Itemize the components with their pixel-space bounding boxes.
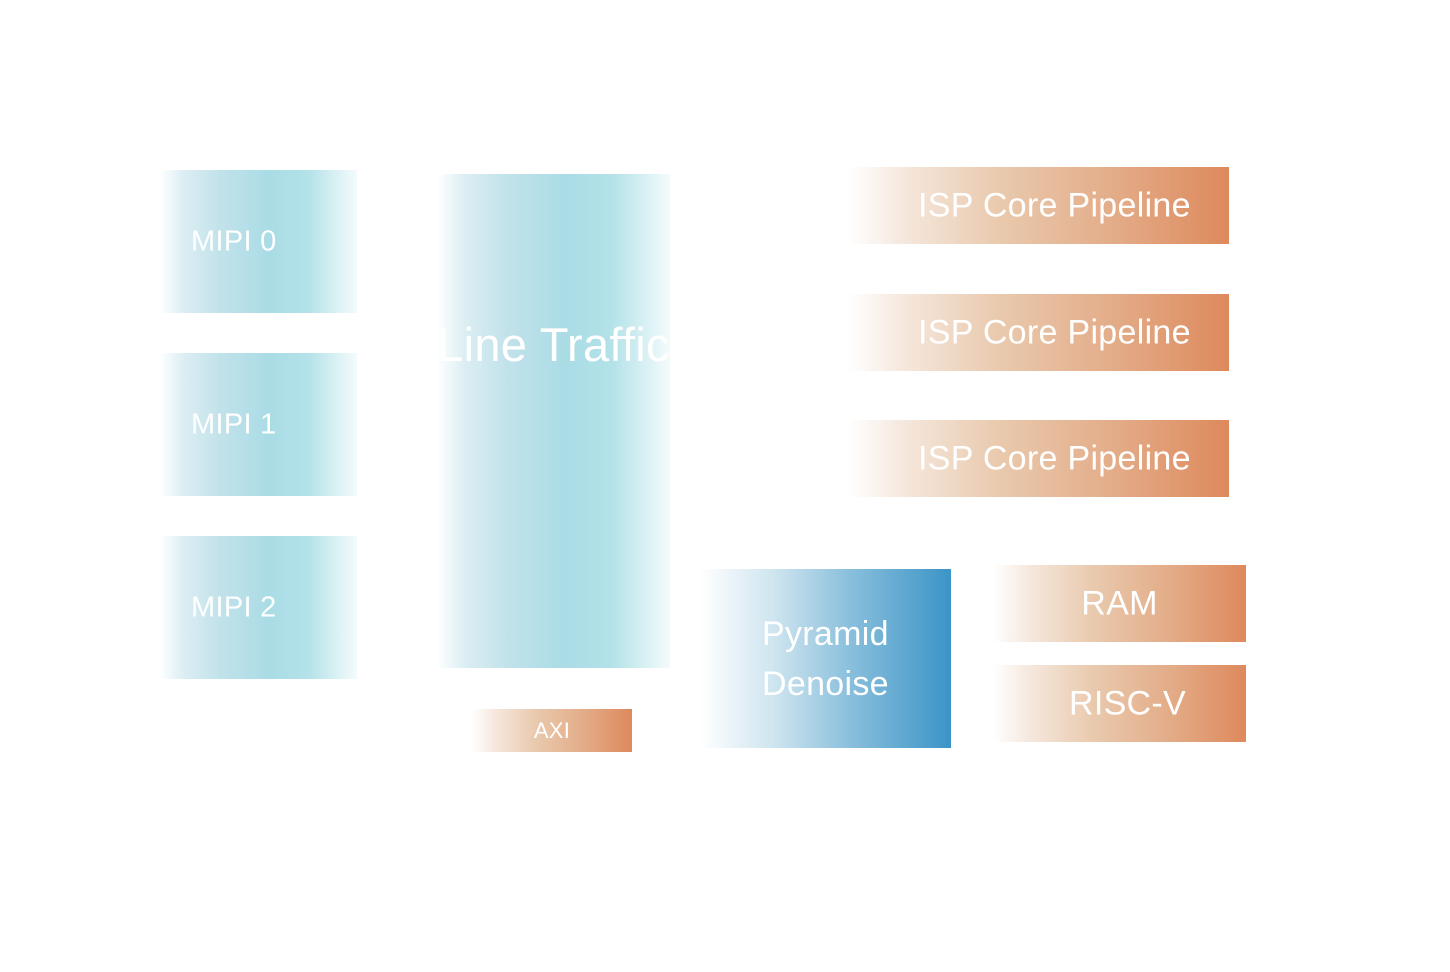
isp-core-pipeline-label: ISP Core Pipeline	[918, 186, 1191, 224]
mipi-0-label: MIPI 0	[191, 225, 277, 257]
mipi-1-block: MIPI 1	[160, 353, 357, 496]
axi-label: AXI	[533, 717, 571, 743]
mipi-2-block: MIPI 2	[160, 536, 357, 679]
isp-core-pipeline-block-1: ISP Core Pipeline	[848, 294, 1229, 371]
isp-core-pipeline-block-0: ISP Core Pipeline	[848, 167, 1229, 244]
mipi-1-label: MIPI 1	[191, 408, 277, 440]
axi-block: AXI	[472, 709, 632, 752]
pyramid-denoise-block: Pyramid Denoise	[700, 569, 951, 748]
line-traffic-block: Line Traffic	[437, 174, 670, 668]
isp-core-pipeline-label: ISP Core Pipeline	[918, 439, 1191, 477]
risc-v-block: RISC-V	[993, 665, 1246, 742]
isp-core-pipeline-block-2: ISP Core Pipeline	[848, 420, 1229, 497]
line-traffic-label: Line Traffic	[437, 318, 670, 371]
risc-v-label: RISC-V	[1068, 684, 1187, 722]
ram-label: RAM	[1081, 584, 1158, 622]
isp-core-pipeline-label: ISP Core Pipeline	[918, 313, 1191, 351]
mipi-2-label: MIPI 2	[191, 591, 277, 623]
ram-block: RAM	[993, 565, 1246, 642]
pyramid-denoise-label: Pyramid Denoise	[762, 615, 889, 703]
mipi-0-block: MIPI 0	[160, 170, 357, 313]
